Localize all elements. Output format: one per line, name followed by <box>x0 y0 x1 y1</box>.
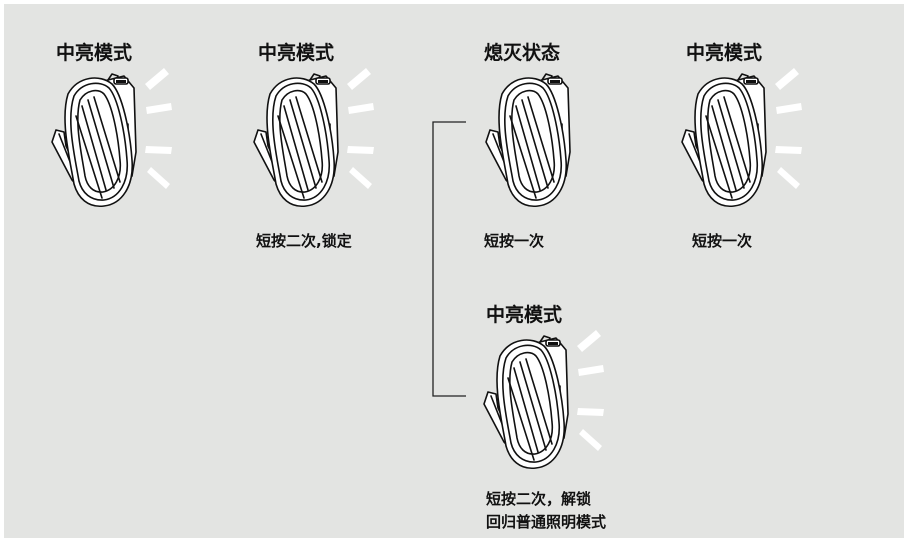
state-2-light-rays <box>244 64 394 214</box>
state-3-title: 熄灭状态 <box>484 42 561 64</box>
state-1-title: 中亮模式 <box>56 42 133 64</box>
state-5-caption-line-1: 短按二次，解锁 <box>486 490 592 508</box>
state-5-caption-line-2: 回归普通照明模式 <box>486 513 607 531</box>
state-3-light-device <box>476 64 626 214</box>
state-2-title: 中亮模式 <box>258 42 335 64</box>
state-3-caption: 短按一次 <box>484 232 545 250</box>
headlamp-icon <box>485 73 571 208</box>
light-rays-icon <box>347 68 374 189</box>
flow-diagram: 中亮模式 中亮模式 短按二次,锁定 熄灭状态 短按一次 中亮模式 短按一次 中亮… <box>4 4 904 538</box>
state-4-light-rays <box>672 64 822 214</box>
state-2-caption: 短按二次,锁定 <box>256 232 352 250</box>
state-5-light-rays <box>474 326 624 476</box>
state-4-caption: 短按一次 <box>692 232 753 250</box>
state-4-title: 中亮模式 <box>686 42 763 64</box>
light-rays-icon <box>577 330 604 451</box>
state-5-title: 中亮模式 <box>486 304 563 326</box>
state-1-light-rays <box>42 64 192 214</box>
branch-connector <box>432 121 466 397</box>
light-rays-icon <box>145 68 172 189</box>
light-rays-icon <box>775 68 802 189</box>
